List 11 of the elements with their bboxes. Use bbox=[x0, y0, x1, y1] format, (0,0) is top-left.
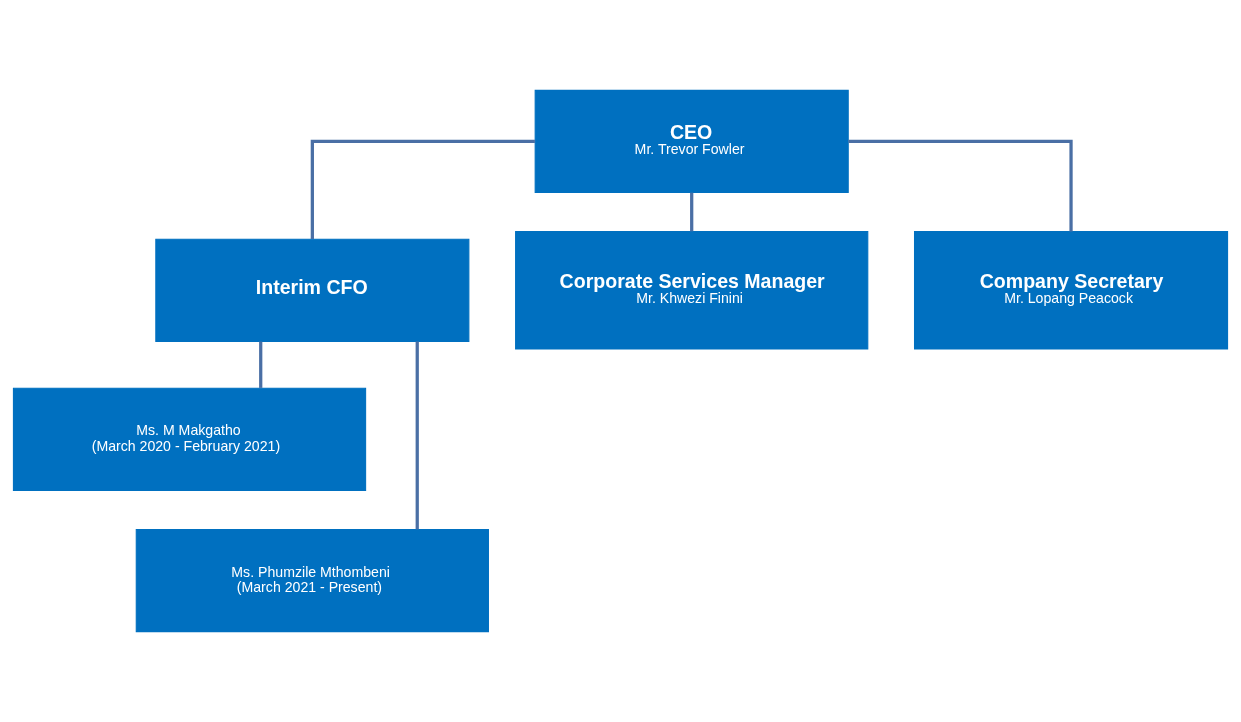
node-box: Company Secretary Mr. Lopang Peacock bbox=[913, 231, 1229, 350]
node-box: Ms. Phumzile Mthombeni (March 2021 - Present) bbox=[135, 528, 489, 633]
node-box: Ms. M Makgatho (March 2020 - February 2021) bbox=[12, 387, 367, 491]
node-box: CEO Mr. Trevor Fowler bbox=[534, 89, 849, 194]
connector bbox=[415, 341, 419, 530]
connector bbox=[259, 341, 263, 388]
node-box: Interim CFO bbox=[155, 238, 470, 342]
node-box: Corporate Services Manager Mr. Khwezi Finini bbox=[515, 231, 869, 350]
connector bbox=[690, 192, 694, 232]
connector bbox=[310, 139, 535, 240]
connector bbox=[848, 139, 1073, 232]
